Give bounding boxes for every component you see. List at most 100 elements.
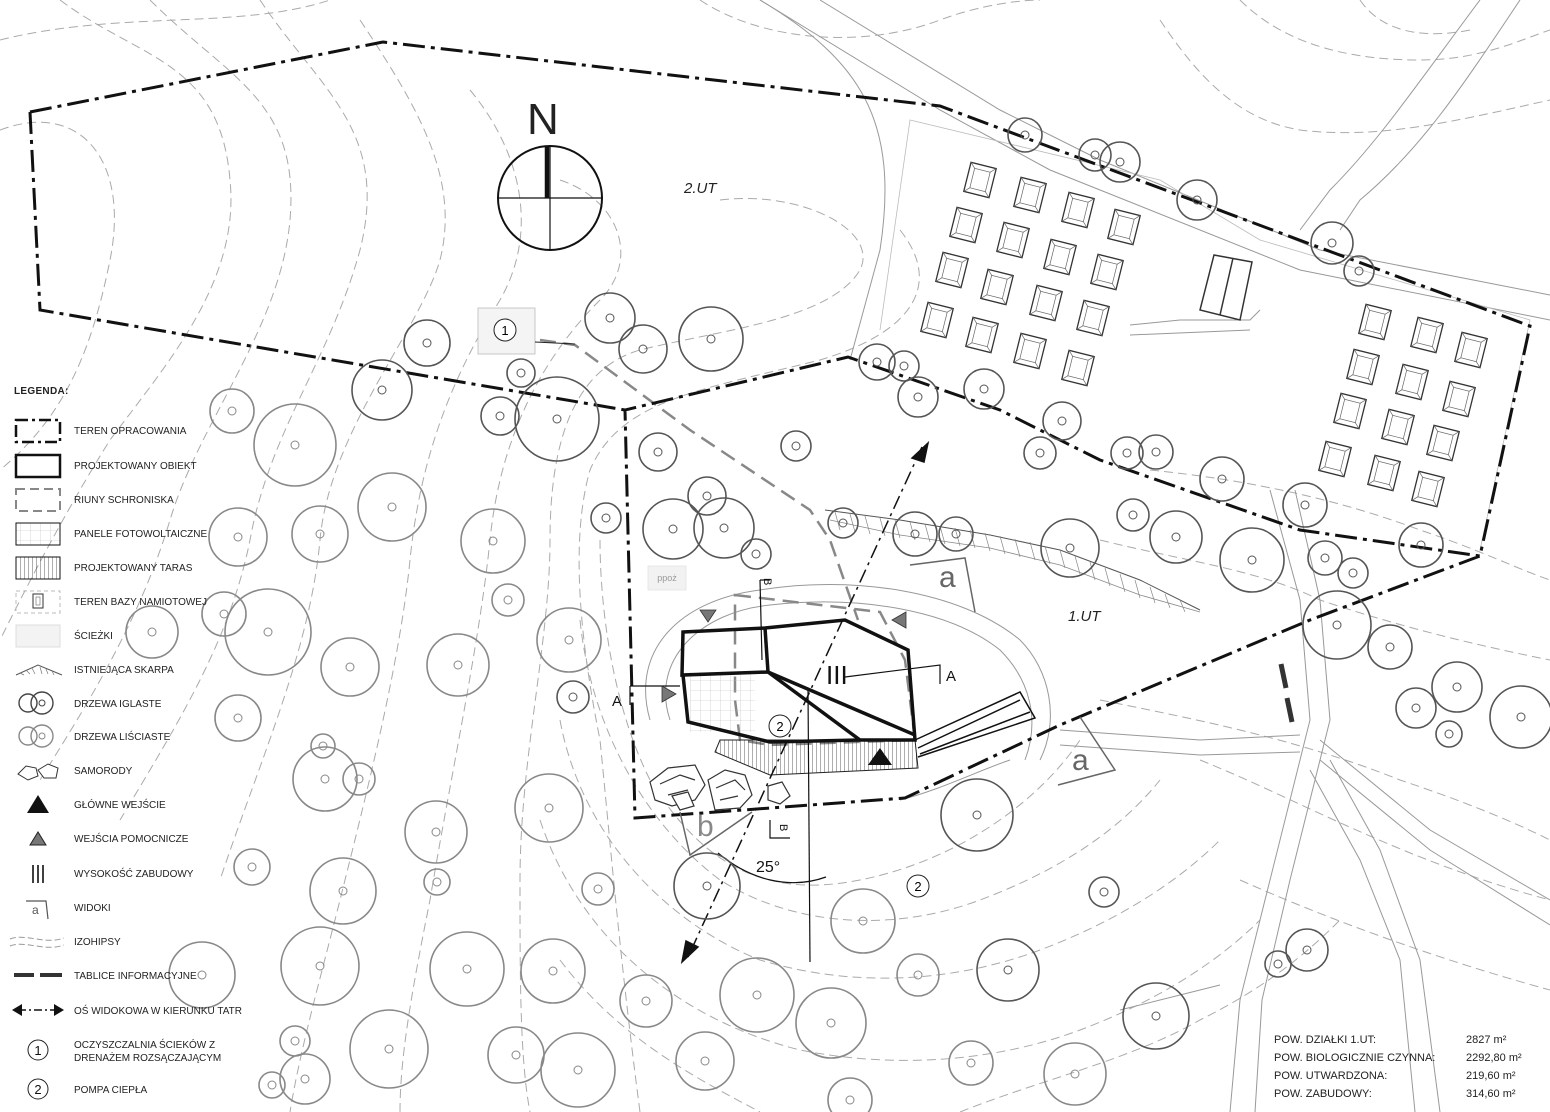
tree (830, 888, 896, 954)
tree-center (1320, 553, 1330, 563)
tree-center (377, 385, 387, 395)
legend-symbol-main-entry-icon (27, 795, 49, 813)
legend-symbol-scarp-icon (15, 664, 63, 676)
tree-center (1444, 729, 1454, 739)
tree-center (702, 491, 712, 501)
tree (976, 938, 1040, 1002)
tree-center (453, 660, 463, 670)
legend-item-building: PROJEKTOWANY OBIEKT (10, 453, 260, 479)
tree-center (318, 741, 328, 751)
tree (487, 1026, 545, 1084)
tree (780, 430, 812, 462)
tree (1337, 557, 1369, 589)
legend-item-paths: ŚCIEŻKI (10, 623, 260, 649)
tree (795, 987, 867, 1059)
tent-icon (1060, 349, 1096, 387)
tree (224, 588, 312, 676)
tree (201, 591, 247, 637)
tree (258, 1071, 286, 1099)
tree-center (1090, 150, 1100, 160)
paths (645, 0, 1550, 1112)
legend-title: LEGENDA: (14, 386, 69, 397)
tree (948, 1040, 994, 1086)
tent-icon (1012, 176, 1048, 214)
legend-label: ISTNIEJĄCA SKARPA (74, 665, 174, 676)
tree (1043, 1042, 1107, 1106)
tree (1307, 540, 1343, 576)
legend-symbols: a12 (9, 418, 65, 1100)
tree-center (605, 313, 615, 323)
tree (349, 1009, 429, 1089)
tent-icon (1394, 363, 1430, 401)
tree (460, 508, 526, 574)
legend-symbol-building-icon (14, 453, 62, 479)
terrace (714, 739, 919, 776)
legend-symbol-boundary-icon (14, 418, 62, 444)
legend-label: OCZYSZCZALNIA ŚCIEKÓW Z DRENAŻEM ROZSĄCZ… (74, 1040, 222, 1064)
tree (208, 507, 268, 567)
tree-center (511, 1050, 521, 1060)
north-label: N (527, 95, 559, 144)
tent-icon (1409, 316, 1445, 354)
tree (514, 376, 600, 462)
legend-label: WIDOKI (74, 903, 111, 914)
tent-icon (1366, 454, 1402, 492)
tent-icon (1380, 408, 1416, 446)
view-axis (680, 440, 930, 965)
tree (827, 1077, 873, 1112)
tree-center (966, 1058, 976, 1068)
tree (506, 358, 536, 388)
legend-label: WEJŚCIA POMOCNICZE (74, 834, 189, 845)
marker-2b-label: 2 (776, 719, 783, 734)
view-a-1: a (939, 561, 956, 594)
legend-label: PROJEKTOWANY OBIEKT (74, 461, 197, 472)
legend-item-ruins: RIUNY SCHRONISKA (10, 487, 260, 513)
tent-icon (1410, 470, 1446, 508)
tent-icon (1060, 191, 1096, 229)
tree-center (320, 774, 330, 784)
sewage-plant-marker: 1 (477, 307, 576, 355)
tree-center (568, 692, 578, 702)
tent-icon (962, 161, 998, 199)
tree (618, 324, 668, 374)
tree-center (1003, 965, 1013, 975)
tree-center (315, 961, 325, 971)
tree-center (147, 627, 157, 637)
legend-item-boards: TABLICE INFORMACYJNE (10, 963, 260, 989)
tree (209, 388, 255, 434)
tree-center (300, 1074, 310, 1084)
tree-center (387, 502, 397, 512)
legend-label: POMPA CIEPŁA (74, 1085, 148, 1096)
tree (673, 852, 741, 920)
tree (963, 368, 1005, 410)
tree (342, 762, 376, 796)
tree (1007, 117, 1043, 153)
tree (858, 343, 896, 381)
legend-label: TEREN BAZY NAMIOTOWEJ (74, 597, 207, 608)
legend-symbol-boulders-icon (17, 763, 59, 781)
tree (1099, 141, 1141, 183)
tree (1199, 456, 1245, 502)
tree (1398, 522, 1444, 568)
tree (719, 957, 795, 1033)
tree (125, 605, 179, 659)
stat-value: 219,60 m² (1466, 1070, 1516, 1082)
stat-row: POW. DZIAŁKI 1.UT:2827 m² (1274, 1032, 1542, 1050)
section-b-bottom: B (777, 824, 789, 831)
stat-label: POW. BIOLOGICZNIE CZYNNA: (1274, 1052, 1436, 1064)
tree-center (913, 392, 923, 402)
fire-label: ppoż (657, 573, 677, 583)
tree-center (719, 523, 729, 533)
tent-icon (1075, 299, 1111, 337)
tree-center (1057, 416, 1067, 426)
tree-center (1035, 448, 1045, 458)
legend-symbol-tents-icon (15, 590, 61, 614)
tree-center (315, 529, 325, 539)
svg-text:1: 1 (34, 1043, 41, 1058)
tree-center (1115, 157, 1125, 167)
tree-center (1151, 1011, 1161, 1021)
tent-icon (1357, 303, 1393, 341)
legend-symbol-contours-icon (9, 936, 65, 948)
tree (1395, 687, 1437, 729)
